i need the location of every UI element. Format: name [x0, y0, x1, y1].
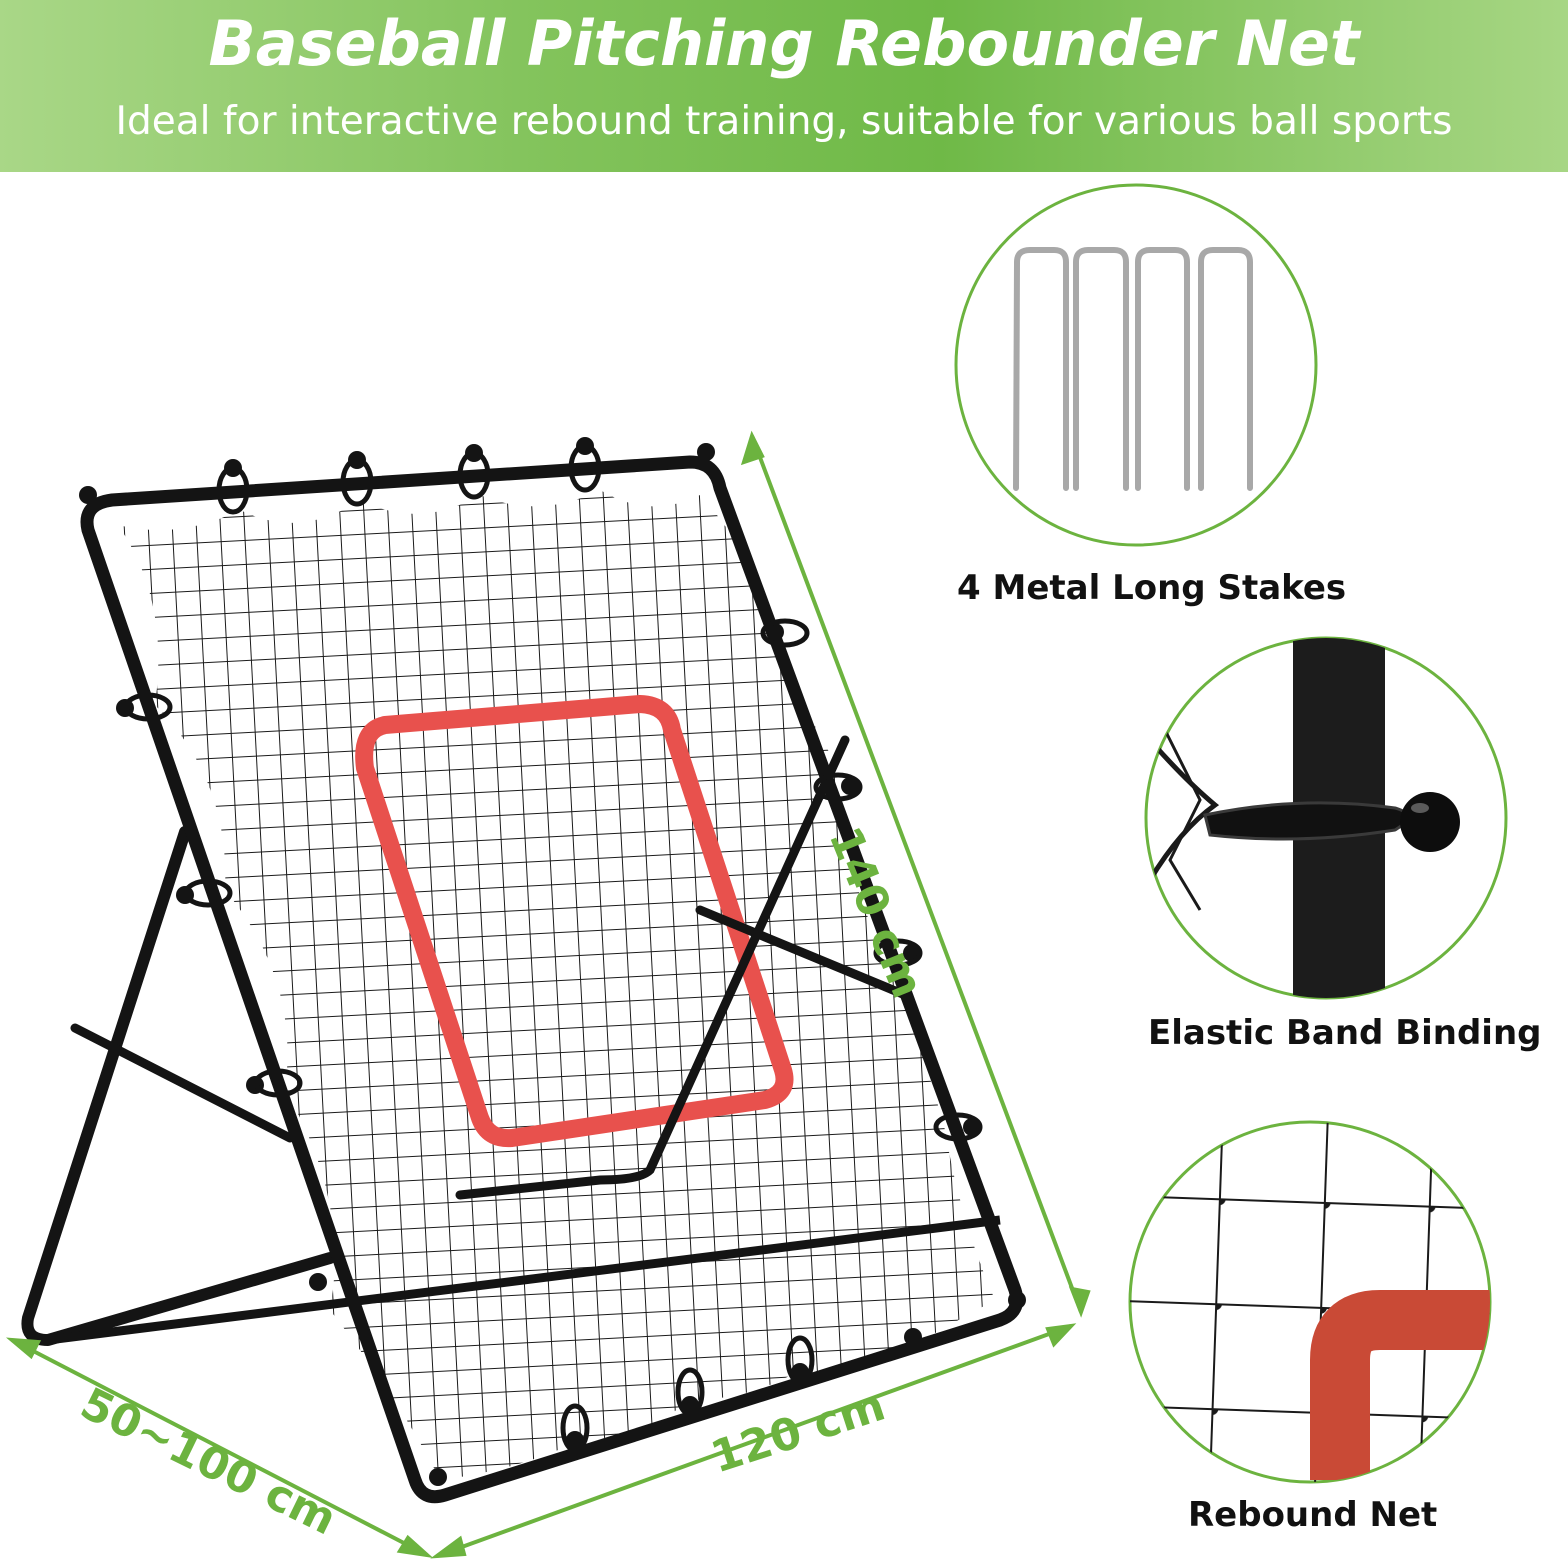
dimension-arrows — [5, 430, 1091, 1559]
rebounder-net — [21, 437, 1026, 1504]
stake-3 — [1135, 247, 1190, 491]
page-subtitle: Ideal for interactive rebound training, … — [115, 99, 1453, 144]
elastic-loops — [123, 443, 983, 1453]
elastic-band — [1203, 801, 1409, 841]
page-title: Baseball Pitching Rebounder Net — [208, 7, 1360, 80]
depth-arrow — [11, 1338, 428, 1557]
band-ball — [1400, 792, 1460, 852]
stake-4 — [1198, 247, 1253, 491]
support-strut-left — [70, 1023, 295, 1143]
net-mesh — [118, 490, 995, 1480]
stakes-label: 4 Metal Long Stakes — [957, 568, 1347, 608]
band-label: Elastic Band Binding — [1148, 1013, 1542, 1053]
height-arrow — [750, 435, 1083, 1313]
bottom-rail — [47, 1215, 1001, 1345]
stakes-detail — [954, 183, 1318, 547]
stake-1 — [1013, 247, 1069, 491]
header-banner: Baseball Pitching Rebounder Net Ideal fo… — [0, 0, 1568, 172]
support-strut-right — [695, 905, 910, 1000]
target-frame — [355, 695, 794, 1148]
main-frame — [80, 455, 1024, 1504]
zoom-target-corner — [1310, 1290, 1490, 1480]
band-detail — [1144, 636, 1508, 1000]
back-stand — [21, 826, 336, 1346]
net-label: Rebound Net — [1188, 1495, 1438, 1535]
net-detail — [1128, 1120, 1492, 1484]
width-arrow — [436, 1324, 1072, 1558]
stake-2 — [1073, 247, 1129, 491]
center-brace — [455, 735, 850, 1200]
